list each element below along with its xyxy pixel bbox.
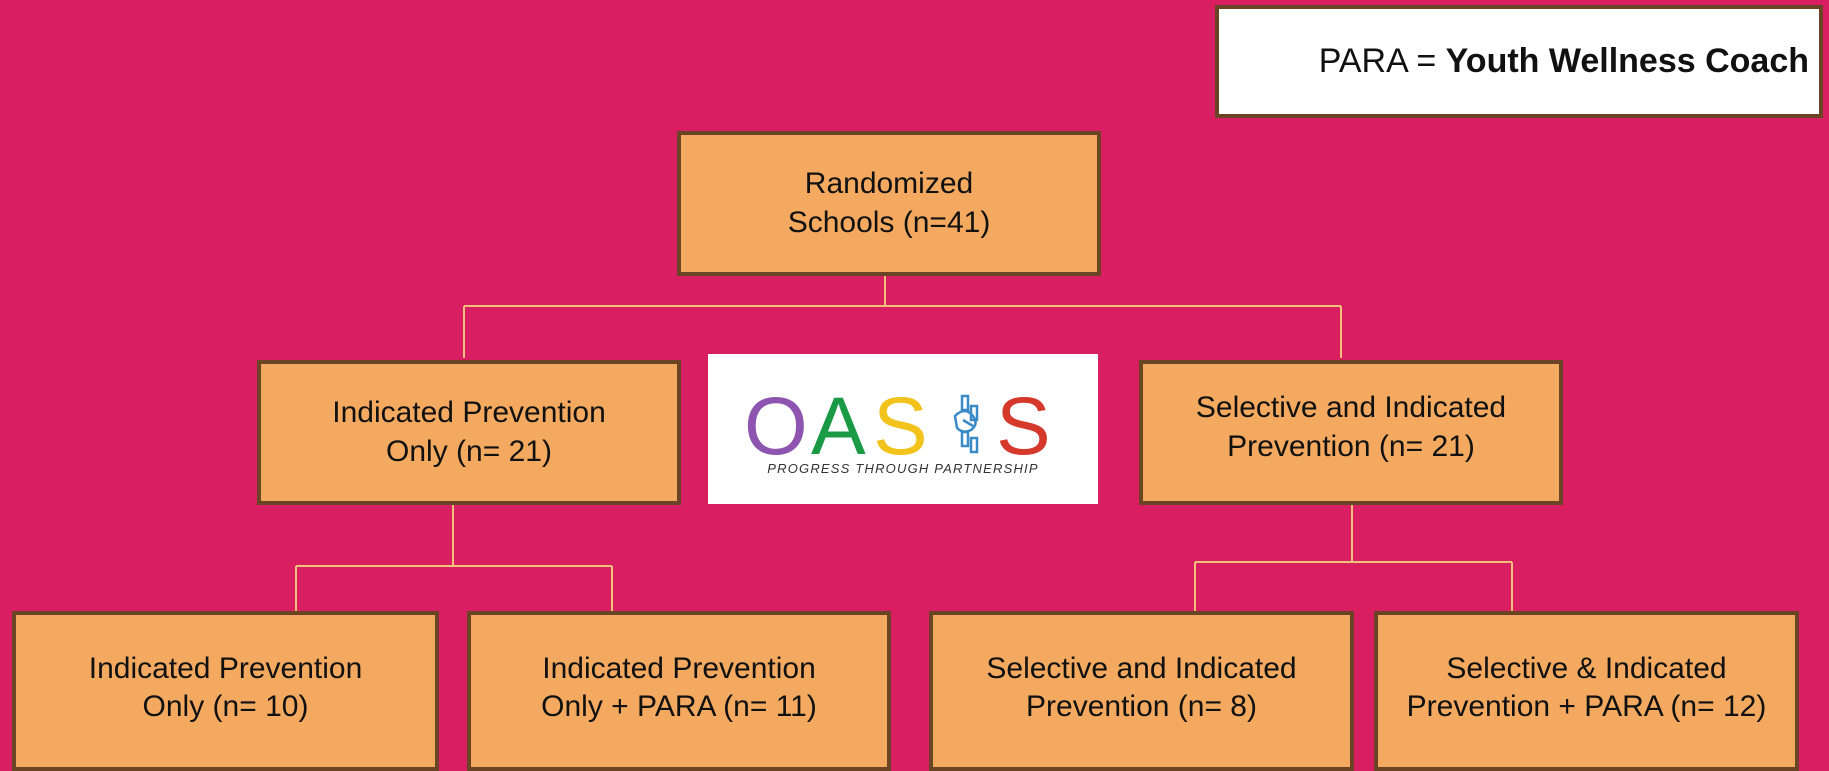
legend-box: PARA = Youth Wellness Coach <box>1215 5 1823 118</box>
node-selective-indicated: Selective and Indicated Prevention (n= 2… <box>1139 360 1563 505</box>
node-randomized-schools: Randomized Schools (n=41) <box>677 131 1101 276</box>
legend-emphasis: Youth Wellness Coach <box>1445 42 1809 80</box>
node-selective-para-label: Selective & Indicated Prevention + PARA … <box>1406 652 1767 724</box>
node-selective-only-label: Selective and Indicated Prevention (n= 8… <box>986 652 1297 724</box>
legend-prefix: PARA = <box>1318 42 1446 80</box>
logo-letter-s1: S <box>873 381 928 472</box>
node-selective-para: Selective & Indicated Prevention + PARA … <box>1374 611 1799 771</box>
node-indicated-prevention: Indicated Prevention Only (n= 21) <box>257 360 681 505</box>
logo-hands-icon <box>953 394 979 454</box>
oasis-logo: O A S S PROGRESS THROUGH PARTNERSHIP <box>708 354 1098 504</box>
node-indicated-only-label: Indicated Prevention Only (n= 10) <box>88 652 363 724</box>
node-indicated-prevention-label: Indicated Prevention Only (n= 21) <box>332 396 606 468</box>
logo-letter-o: O <box>744 381 808 472</box>
logo-tagline: PROGRESS THROUGH PARTNERSHIP <box>767 461 1039 476</box>
node-selective-only: Selective and Indicated Prevention (n= 8… <box>929 611 1354 771</box>
node-indicated-only: Indicated Prevention Only (n= 10) <box>12 611 439 771</box>
logo-letter-a: A <box>811 381 866 472</box>
oasis-logo-graphic: O A S S PROGRESS THROUGH PARTNERSHIP <box>744 381 1051 476</box>
connector-lines <box>295 274 1513 611</box>
node-randomized-schools-label: Randomized Schools (n=41) <box>787 167 991 239</box>
logo-letter-s2: S <box>996 381 1051 472</box>
node-indicated-para: Indicated Prevention Only + PARA (n= 11) <box>467 611 891 771</box>
node-indicated-para-label: Indicated Prevention Only + PARA (n= 11) <box>541 652 817 724</box>
node-selective-indicated-label: Selective and Indicated Prevention (n= 2… <box>1195 391 1507 463</box>
